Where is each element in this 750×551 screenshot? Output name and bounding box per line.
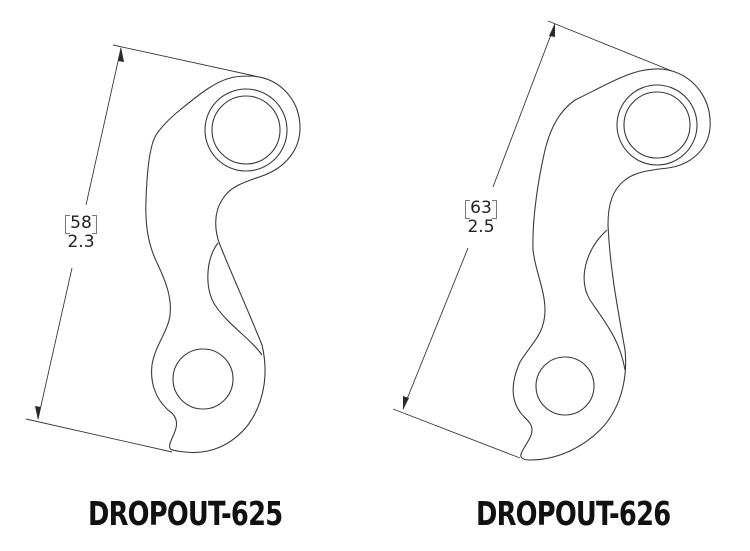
part-caption-625: DROPOUT-625: [88, 494, 283, 533]
dimension-line-lower: [37, 267, 73, 420]
dimension-metric: 58: [65, 214, 97, 234]
arrow-head-top: [118, 47, 124, 62]
extension-line-top: [112, 44, 256, 77]
dropout-625-inner-curve: [207, 242, 263, 356]
dimension-line-upper: [85, 47, 122, 206]
mounting-hole-outer-ring: [616, 84, 698, 166]
arrow-head-bottom: [403, 396, 409, 410]
mounting-hole-inner: [211, 95, 281, 165]
mounting-hole-outer-ring: [204, 88, 288, 172]
dimension-line-upper: [492, 23, 556, 188]
dimension-metric: 63: [465, 199, 497, 219]
arrow-head-top: [549, 23, 555, 37]
extension-line-top: [547, 20, 673, 72]
dimension-imperial: 2.5: [467, 217, 495, 237]
dimension-label-626: 63 2.5: [458, 199, 504, 237]
dimension-imperial: 2.3: [67, 232, 95, 252]
part-caption-626: DROPOUT-626: [476, 494, 671, 533]
dropout-626-outline: [512, 68, 711, 461]
derailleur-hole: [172, 348, 234, 410]
mounting-hole-inner: [623, 91, 691, 159]
extension-line-bottom: [392, 408, 521, 459]
dropout-625-outline: [145, 75, 301, 454]
extension-line-bottom: [25, 418, 173, 453]
dropout-626-drawing: [392, 20, 711, 461]
dimension-line-lower: [402, 247, 469, 410]
dropout-625-drawing: [25, 44, 301, 454]
dimension-label-625: 58 2.3: [58, 214, 104, 252]
arrow-head-bottom: [35, 406, 41, 420]
dropout-626-inner-curve: [583, 229, 626, 371]
derailleur-hole: [535, 356, 595, 416]
